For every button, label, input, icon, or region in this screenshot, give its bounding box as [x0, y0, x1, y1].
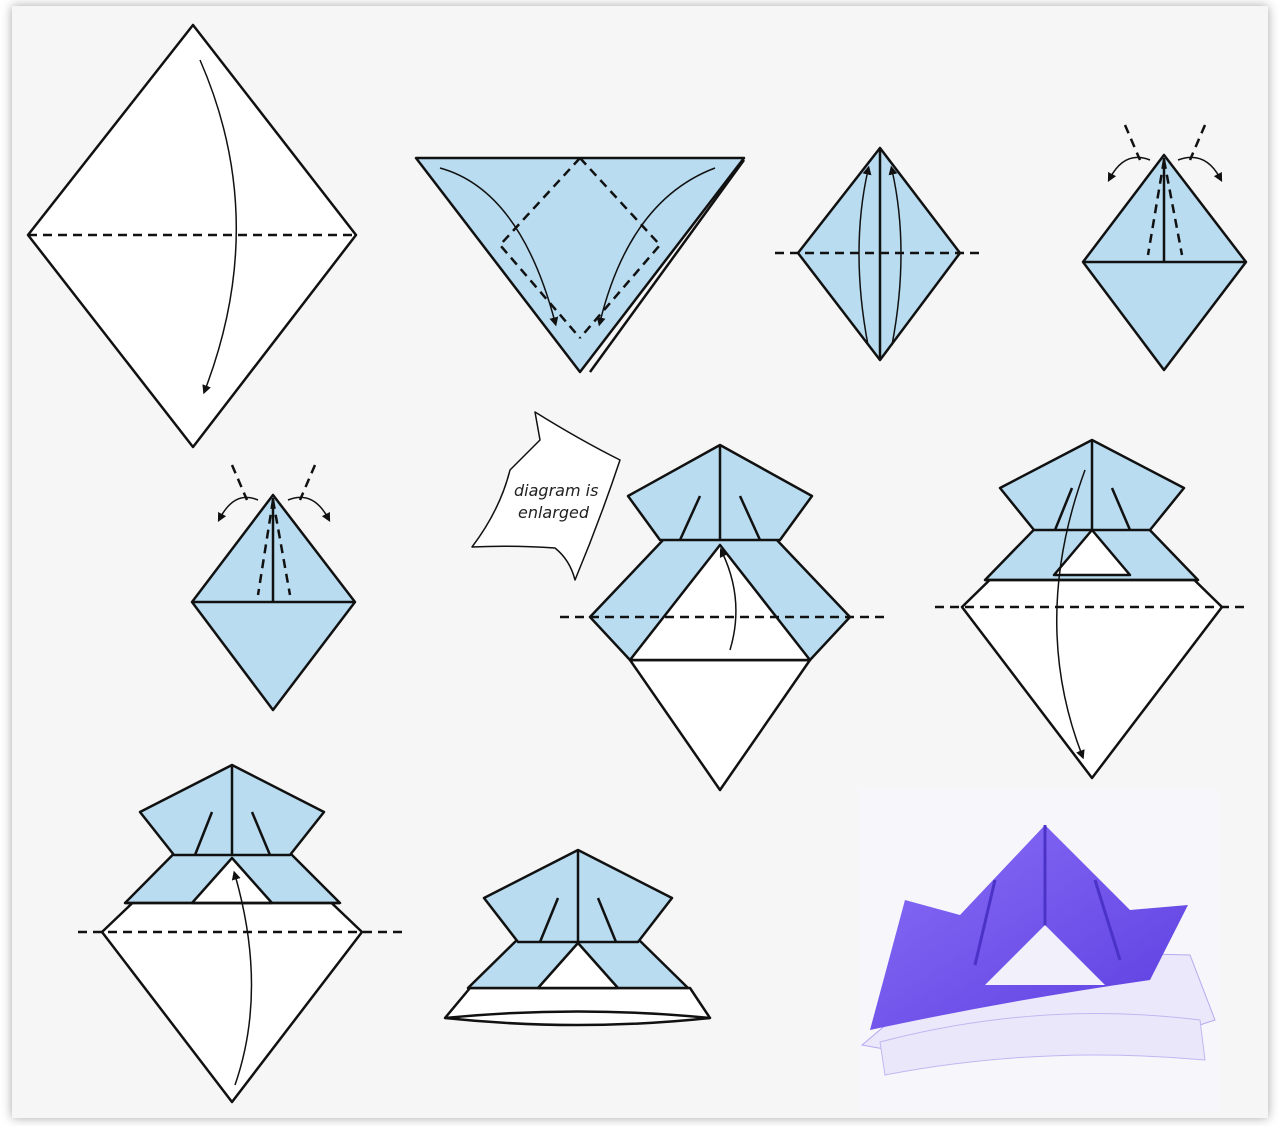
callout-line-2: enlarged: [518, 503, 590, 522]
step-5-diamond-flaps: [192, 465, 355, 710]
step-4-diamond-flaps: [1083, 125, 1246, 370]
step-1-square: [28, 25, 356, 447]
callout-line-1: diagram is: [514, 481, 598, 500]
step-2-triangle: [416, 158, 744, 372]
finished-helmet-photo: [858, 790, 1218, 1112]
step-8-helmet: [78, 765, 402, 1102]
step-3-diamond: [775, 148, 985, 360]
step-7-helmet: [935, 440, 1245, 778]
step-6-helmet-enlarged: [560, 445, 885, 790]
step-9-finished-helmet: [445, 850, 710, 1025]
enlarged-callout: diagram is enlarged: [472, 412, 620, 580]
